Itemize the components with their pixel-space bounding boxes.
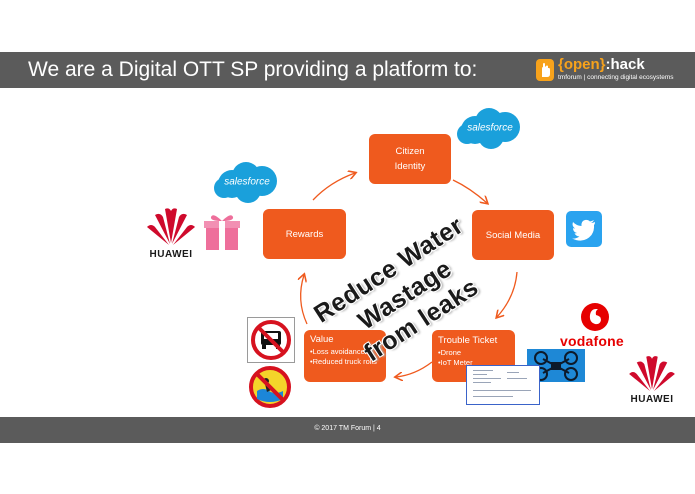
trouble-ticket-title: Trouble Ticket [438, 335, 498, 346]
value-item: Loss avoidance [310, 347, 380, 357]
social-media-label: Social Media [485, 229, 541, 241]
twitter-logo [566, 211, 602, 247]
huawei-logo-left: HUAWEI [143, 205, 199, 260]
slide-title: We are a Digital OTT SP providing a plat… [28, 58, 478, 81]
arrow-rewards-to-identity [312, 173, 355, 201]
salesforce-cloud-icon [214, 162, 277, 203]
hand-icon [536, 59, 554, 81]
arrow-value-to-rewards [301, 275, 308, 325]
salesforce-logo-left: salesforce [212, 160, 282, 204]
gift-icon [204, 215, 240, 250]
logo-wordmark: {open}:hack [558, 57, 645, 73]
vodafone-text: vodafone [560, 333, 624, 349]
arrow-social-to-ticket [497, 271, 518, 317]
logo-hack-text: hack [610, 56, 645, 73]
salesforce-cloud-icon [457, 108, 520, 149]
logo-colon: : [605, 56, 611, 73]
twitter-bird-icon [572, 219, 595, 241]
no-truck-sign [247, 317, 295, 363]
citizen-identity-box: Citizen Identity [369, 134, 451, 184]
drone-icon [534, 351, 578, 381]
huawei-logo-right: HUAWEI [624, 353, 680, 405]
vodafone-logo-icon [581, 303, 609, 331]
huawei-logo-icon [629, 356, 675, 392]
rewards-label: Rewards [285, 228, 324, 240]
value-box: Value Loss avoidance Reduced truck rolls [304, 330, 386, 382]
footer-copyright: © 2017 TM Forum | 4 [314, 425, 381, 432]
logo-subtitle: tmforum | connecting digital ecosystems [558, 74, 674, 81]
slide-footer: © 2017 TM Forum | 4 [0, 417, 695, 443]
arrow-ticket-to-value [396, 361, 433, 377]
value-list: Loss avoidance Reduced truck rolls [310, 347, 380, 367]
salesforce-text: salesforce [467, 122, 513, 134]
arrow-identity-to-social [452, 179, 487, 203]
trouble-ticket-item: IoT Meter [438, 358, 509, 368]
no-water-icon [249, 366, 291, 408]
slide-header: We are a Digital OTT SP providing a plat… [0, 52, 695, 88]
value-title: Value [310, 334, 334, 345]
logo-open-text: {open} [558, 56, 606, 73]
social-media-box: Social Media [472, 210, 554, 260]
trouble-ticket-screenshot [466, 365, 540, 405]
bottom-margin [0, 443, 695, 494]
no-truck-icon [251, 320, 291, 360]
huawei-text: HUAWEI [630, 394, 674, 405]
trouble-ticket-list: Drone IoT Meter [438, 348, 509, 368]
citizen-identity-line1: Citizen [395, 146, 425, 157]
top-margin [0, 0, 695, 52]
huawei-text: HUAWEI [149, 249, 193, 260]
rewards-box: Rewards [263, 209, 346, 259]
value-item: Reduced truck rolls [310, 357, 380, 367]
salesforce-logo-top: salesforce [455, 106, 525, 150]
trouble-ticket-item: Drone [438, 348, 509, 358]
open-hack-logo: {open}:hack tmforum | connecting digital… [536, 57, 692, 85]
huawei-logo-icon [147, 208, 195, 245]
citizen-identity-line2: Identity [394, 161, 426, 172]
salesforce-text: salesforce [224, 176, 270, 188]
